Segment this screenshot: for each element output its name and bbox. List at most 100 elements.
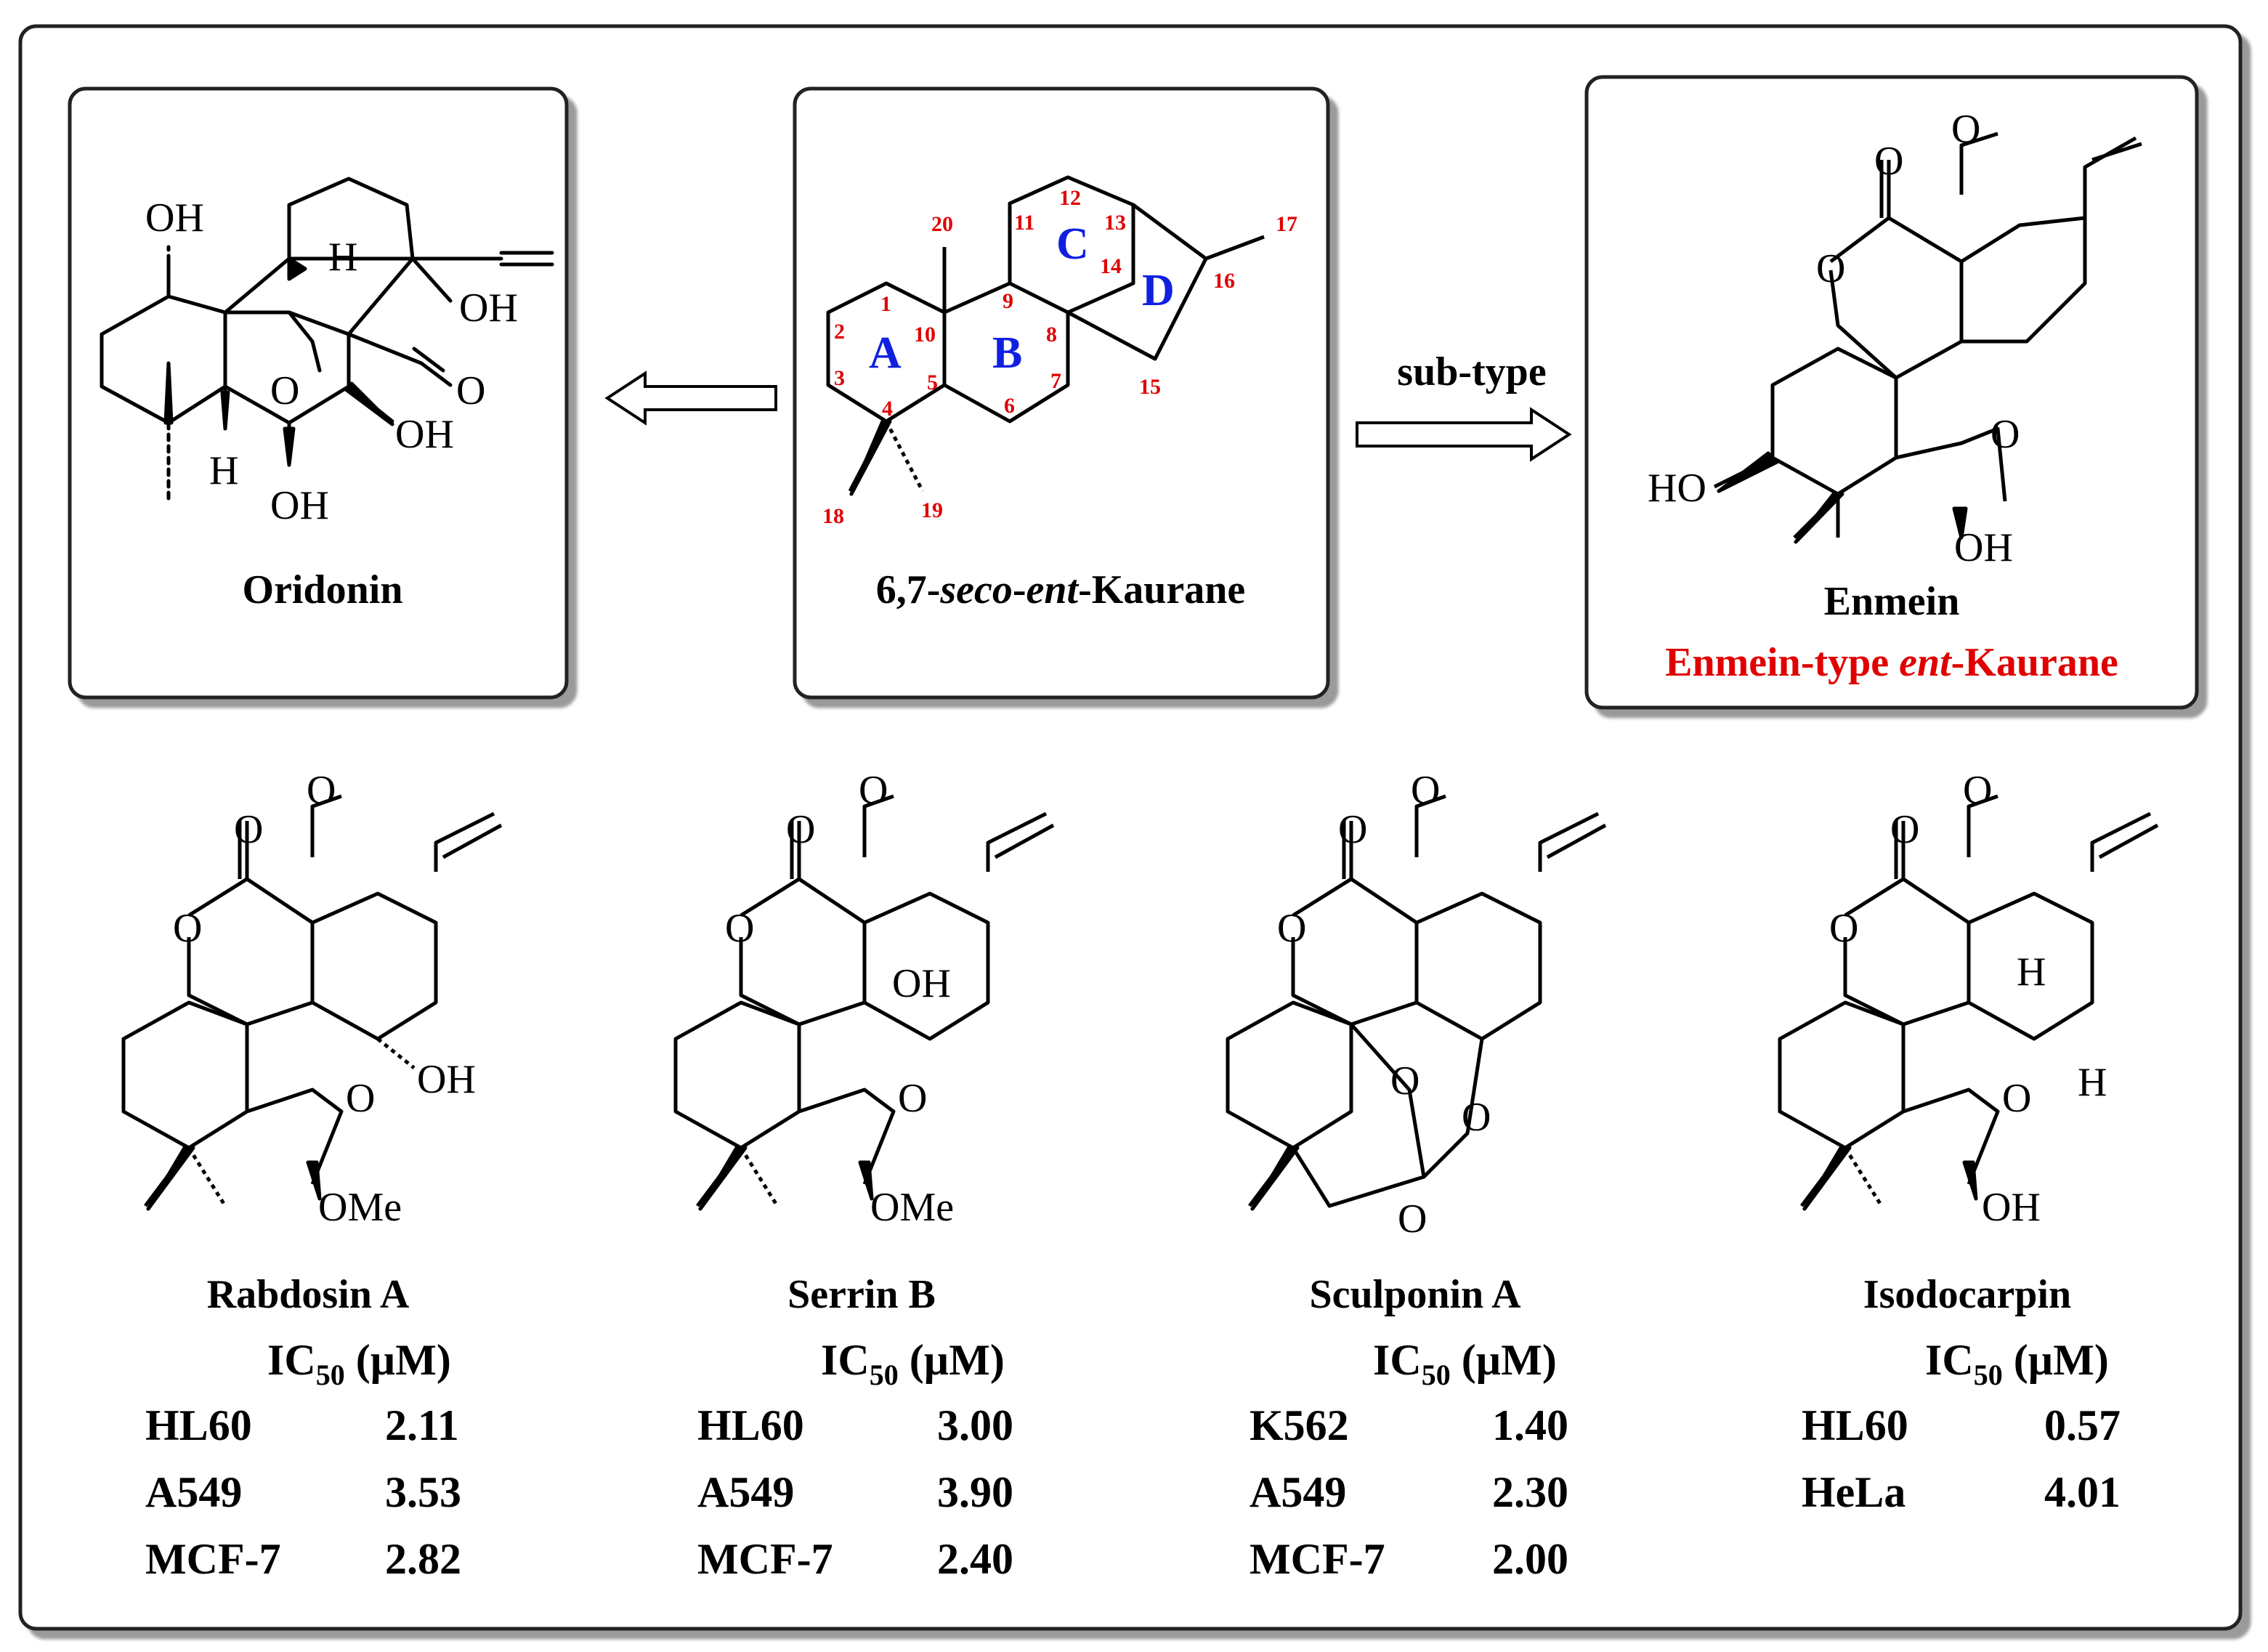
sculponin-o4: O [1390, 1058, 1419, 1104]
enmein-o-lactone: O [1816, 246, 1845, 291]
c2-label: 2 [834, 320, 845, 344]
kaurane-skeleton [826, 175, 1265, 496]
c16-label: 16 [1213, 269, 1235, 293]
ic50-value: 0.57 [2044, 1401, 2121, 1449]
cell-line-label: A549 [1250, 1468, 1346, 1516]
arrow-label: sub-type [1397, 349, 1546, 394]
cell-line-label: HL60 [145, 1401, 252, 1449]
ic50-header: IC50 (µM) [1373, 1336, 1557, 1391]
sculponin-o3: O [1277, 906, 1306, 951]
ring-a-label: A [869, 328, 902, 378]
cell-line-label: A549 [697, 1468, 794, 1516]
serrin-oh: OH [892, 961, 951, 1006]
arrow-to-oridonin [604, 371, 777, 426]
ic50-value: 3.00 [937, 1401, 1013, 1449]
ring-labels: A B C D [869, 219, 1175, 378]
rabdosin-oh: OH [417, 1057, 476, 1102]
oridonin-o-bridge: O [270, 368, 299, 413]
rabdosin-o2: O [307, 768, 336, 813]
oridonin-box [68, 86, 569, 700]
c14-label: 14 [1100, 254, 1122, 278]
c19-label: 19 [921, 498, 943, 522]
rabdosin-o1: O [234, 807, 263, 852]
ic50-value: 2.82 [385, 1535, 461, 1583]
serrin-o1: O [786, 807, 815, 852]
serrin-o4: O [898, 1076, 927, 1121]
enmein-structure [1713, 131, 2142, 544]
c8-label: 8 [1046, 323, 1057, 347]
sculponin-o1: O [1338, 807, 1367, 852]
isodocarpin-o3: O [1829, 906, 1858, 951]
enmein-o-carbonyl-2: O [1951, 107, 1980, 152]
c15-label: 15 [1139, 375, 1161, 399]
rabdosin-o3: O [173, 906, 202, 951]
isodocarpin-o2: O [1963, 768, 1992, 813]
arrow-to-enmein [1356, 407, 1572, 462]
c10-label: 10 [914, 323, 936, 347]
serrin-o2: O [859, 768, 888, 813]
ring-c-label: C [1056, 219, 1089, 269]
isodocarpin-structure [1778, 794, 2159, 1211]
cell-line-label: HeLa [1802, 1468, 1905, 1516]
isodocarpin-o4: O [2002, 1076, 2031, 1121]
ic50-value: 2.00 [1492, 1535, 1568, 1583]
serrin-o3: O [725, 906, 754, 951]
oridonin-oh-3: OH [395, 412, 454, 457]
ic50-value: 3.53 [385, 1468, 461, 1516]
oridonin-oh-1: OH [145, 195, 204, 240]
isodocarpin-o1: O [1890, 807, 1919, 852]
compound-name: Isodocarpin [1863, 1272, 2071, 1317]
cell-line-label: MCF-7 [697, 1535, 833, 1583]
cell-line-label: K562 [1250, 1401, 1349, 1449]
oridonin-title: Oridonin [243, 567, 403, 612]
ring-b-label: B [992, 328, 1022, 378]
sculponin-o2: O [1411, 768, 1440, 813]
c5-label: 5 [927, 371, 938, 394]
compound-name: Serrin B [787, 1272, 936, 1317]
enmein-o-ring: O [1990, 412, 2020, 457]
ic50-value: 4.01 [2044, 1468, 2121, 1516]
isodocarpin-h2: H [2078, 1060, 2107, 1105]
carbon-numbers: 1 2 3 4 5 6 7 8 9 10 11 12 13 14 15 16 1… [822, 186, 1297, 528]
enmein-oh: OH [1954, 525, 2013, 570]
cell-line-label: MCF-7 [145, 1535, 281, 1583]
ic50-value: 1.40 [1492, 1401, 1568, 1449]
compound-name: Sculponin A [1309, 1272, 1521, 1317]
oridonin-h-2: H [209, 448, 238, 493]
serrin-ome: OMe [870, 1185, 954, 1230]
rabdosin-ome: OMe [318, 1185, 402, 1230]
isodocarpin-h1: H [2017, 950, 2046, 995]
c12-label: 12 [1059, 186, 1081, 210]
c3-label: 3 [834, 366, 845, 390]
ic50-value: 3.90 [937, 1468, 1013, 1516]
oridonin-structure [100, 177, 554, 503]
cell-line-label: HL60 [697, 1401, 804, 1449]
c4-label: 4 [882, 397, 893, 421]
c9-label: 9 [1003, 289, 1013, 313]
ic50-value: 2.30 [1492, 1468, 1568, 1516]
enmein-ho: HO [1648, 466, 1706, 511]
oridonin-h-1: H [328, 235, 357, 280]
cell-line-label: A549 [145, 1468, 242, 1516]
sculponin-a-structure [1226, 794, 1607, 1211]
rabdosin-o4: O [346, 1076, 375, 1121]
c13-label: 13 [1104, 211, 1126, 235]
ic50-value: 2.11 [385, 1401, 459, 1449]
rabdosin-a-structure [121, 794, 503, 1211]
c11-label: 11 [1014, 211, 1034, 235]
ic50-value: 2.40 [937, 1535, 1013, 1583]
sculponin-o5: O [1462, 1095, 1491, 1140]
compound-name: Rabdosin A [207, 1272, 410, 1317]
cell-line-label: MCF-7 [1250, 1535, 1385, 1583]
ic50-header: IC50 (µM) [1925, 1336, 2109, 1391]
c20-label: 20 [931, 212, 953, 236]
enmein-box [1584, 75, 2199, 710]
c7-label: 7 [1050, 369, 1061, 393]
c17-label: 17 [1276, 212, 1297, 236]
ring-d-label: D [1142, 266, 1175, 315]
enmein-o-carbonyl-1: O [1874, 139, 1903, 184]
ic50-header: IC50 (µM) [267, 1336, 451, 1391]
enmein-title: Enmein [1824, 579, 1960, 624]
